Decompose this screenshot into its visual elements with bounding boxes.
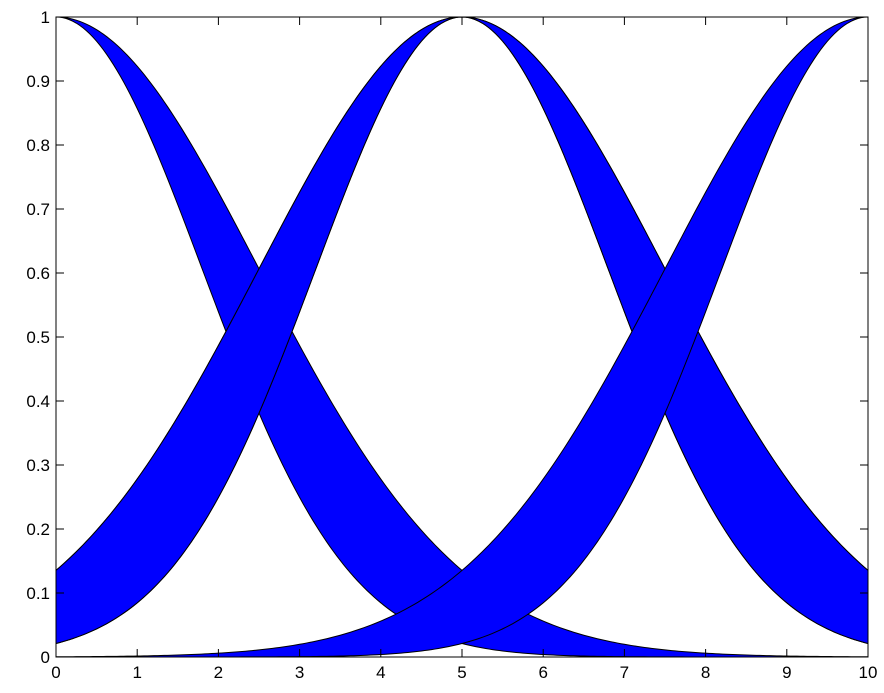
ticks-layer: 0 1 2 3 4 5 6 7 8 9 10 0 0.1 0.2 0.3 0.4 0.5 0.6 0.7 0.8 0.9… xyxy=(26,8,877,682)
x-tick-label: 4 xyxy=(376,663,385,682)
x-tick-label: 7 xyxy=(620,663,629,682)
y-tick-label: 0.9 xyxy=(26,72,50,91)
x-tick-label: 6 xyxy=(538,663,547,682)
y-tick-label: 0.3 xyxy=(26,456,50,475)
x-tick-label: 3 xyxy=(295,663,304,682)
x-tick-label: 8 xyxy=(701,663,710,682)
y-tick-label: 0 xyxy=(41,648,50,667)
y-tick-label: 0.1 xyxy=(26,584,50,603)
y-tick-label: 0.8 xyxy=(26,136,50,155)
y-tick-label: 1 xyxy=(41,8,50,27)
y-tick-label: 0.7 xyxy=(26,200,50,219)
y-tick-label: 0.4 xyxy=(26,392,50,411)
x-tick-label: 1 xyxy=(132,663,141,682)
x-tick-label: 0 xyxy=(51,663,60,682)
x-tick-label: 2 xyxy=(214,663,223,682)
x-tick-label: 10 xyxy=(859,663,878,682)
x-tick-label: 9 xyxy=(782,663,791,682)
y-tick-label: 0.6 xyxy=(26,264,50,283)
y-tick-label: 0.5 xyxy=(26,328,50,347)
y-tick-label: 0.2 xyxy=(26,520,50,539)
x-tick-label: 5 xyxy=(457,663,466,682)
